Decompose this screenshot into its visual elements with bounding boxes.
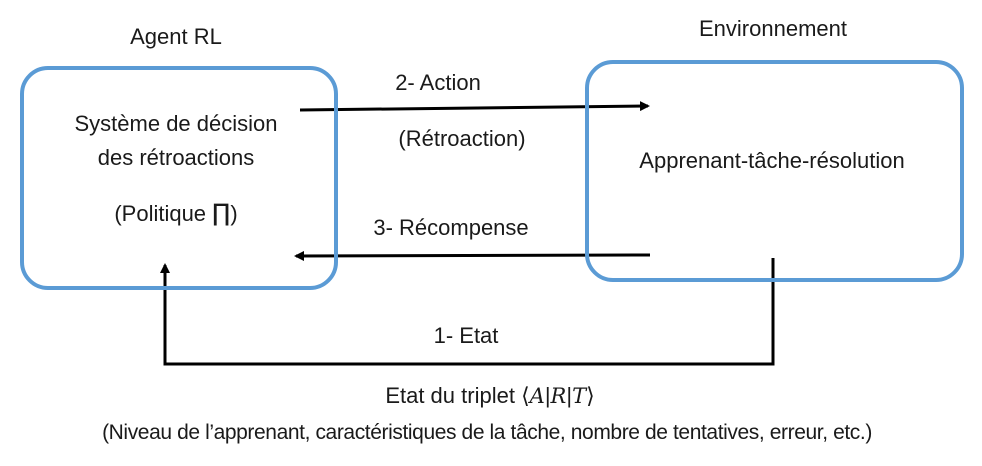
triplet-rangle: ⟩ [586, 383, 595, 408]
triplet-a: A [529, 384, 545, 408]
agent-line-2: des rétroactions [97, 145, 255, 170]
environment-title: Environnement [699, 16, 847, 41]
triplet-langle: ⟨ [521, 383, 530, 408]
state-arrow [160, 258, 775, 366]
agent-box [20, 66, 338, 290]
action-arrow [299, 101, 650, 112]
triplet-bar-1: | [544, 383, 551, 408]
agent-title: Agent RL [130, 24, 222, 49]
agent-policy: (Politique ∏) [114, 200, 237, 227]
environment-content: Apprenant-tâche-résolution [639, 148, 905, 173]
triplet-r: R [550, 384, 567, 408]
state-triplet: Etat du triplet ⟨A|R|T⟩ [385, 383, 594, 409]
policy-symbol: ∏ [212, 199, 231, 227]
policy-close: ) [230, 201, 238, 226]
triplet-t: T [572, 384, 587, 408]
policy-label: (Politique [114, 201, 213, 226]
state-details: (Niveau de l’apprenant, caractéristiques… [102, 421, 872, 444]
triplet-bar-2: | [566, 383, 573, 408]
action-sublabel: (Rétroaction) [398, 126, 526, 151]
state-label: 1- Etat [433, 323, 499, 348]
environment-box [585, 60, 964, 282]
triplet-prefix: Etat du triplet [385, 383, 522, 408]
agent-line-1: Système de décision [74, 111, 278, 136]
reward-label: 3- Récompense [373, 215, 529, 240]
action-label: 2- Action [395, 70, 481, 95]
